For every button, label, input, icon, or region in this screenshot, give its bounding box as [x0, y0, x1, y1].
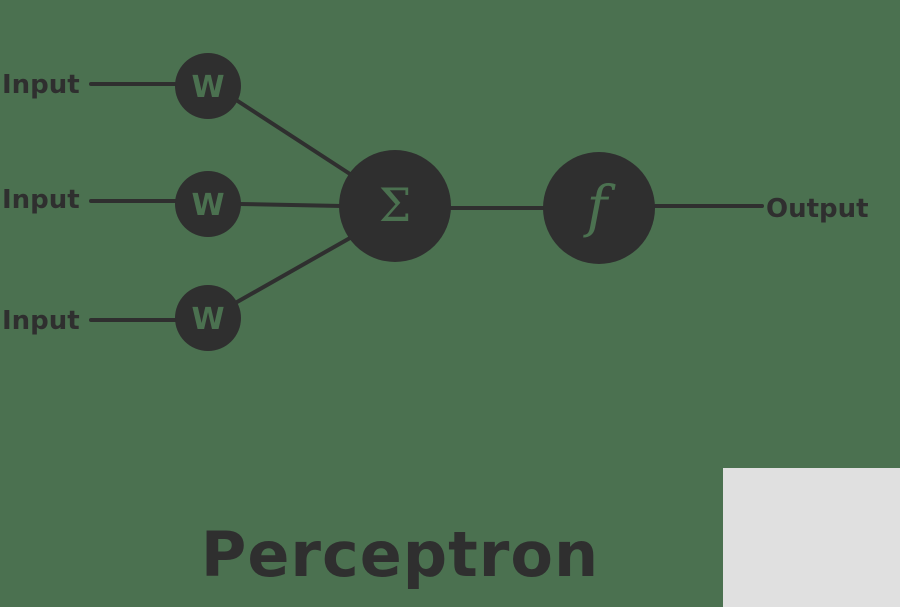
input-label-1: Input [2, 70, 80, 100]
sum-node-circle [339, 150, 451, 262]
weight-node-2-circle [175, 171, 241, 237]
connections [89, 82, 764, 322]
weight-node-1: W [175, 53, 241, 119]
diagram-title: Perceptron [200, 518, 600, 591]
weight-node-3: W [175, 285, 241, 351]
weight-1-to-sum-line [228, 94, 352, 176]
weight-node-1-label: W [191, 70, 224, 105]
input-label-3: Input [2, 306, 80, 336]
weight-2-to-sum-line [238, 202, 344, 208]
weight-node-2: W [175, 171, 241, 237]
weight-node-3-label: W [191, 302, 224, 337]
weight-node-3-circle [175, 285, 241, 351]
sum-node: Σ [339, 150, 451, 262]
weight-node-1-circle [175, 53, 241, 119]
weight-node-2-label: W [191, 188, 224, 223]
activation-node-circle [543, 152, 655, 264]
sum-symbol: Σ [379, 178, 412, 232]
activation-node: f [543, 152, 655, 264]
output-label: Output [766, 194, 869, 224]
input-label-2: Input [2, 185, 80, 215]
corner-panel [723, 468, 900, 607]
weight-3-to-sum-line [228, 236, 352, 308]
